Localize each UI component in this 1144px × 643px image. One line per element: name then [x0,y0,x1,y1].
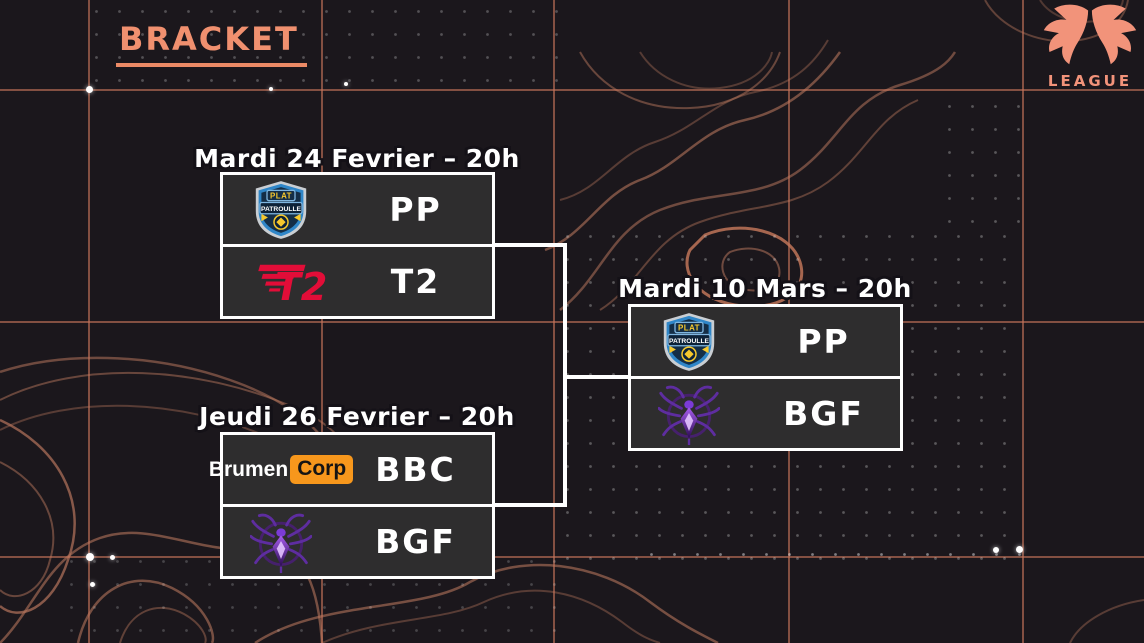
team-row-pp-final[interactable]: PLAT PATROULLE PP [631,307,900,376]
grid-line-vertical [88,0,90,643]
svg-text:PLAT: PLAT [678,323,700,332]
bright-dot [344,82,348,86]
spider-logo-icon [223,510,339,574]
svg-text:PLAT: PLAT [270,191,292,200]
spider-logo-icon [631,382,747,446]
final-box: PLAT PATROULLE PP [628,304,903,451]
plat-patrouille-logo-icon: PLAT PATROULLE [631,312,747,372]
brumencorp-logo: Brumen Corp [209,455,354,484]
team-row-pp[interactable]: PLAT PATROULLE PP [223,175,492,244]
svg-text:PATROULLE: PATROULLE [261,205,302,212]
match1-date-header: Mardi 24 Fevrier – 20h [194,144,520,173]
team-tag: PP [797,322,850,361]
final-date-header: Mardi 10 Mars – 20h [618,274,912,303]
brumen-text: Brumen [208,457,289,481]
grid-line-horizontal [0,321,1144,323]
bright-dot [86,86,93,93]
bracket-connector [494,503,567,507]
team-tag: BBC [375,450,456,489]
svg-text:T2: T2 [275,266,328,307]
team-tag: PP [389,190,442,229]
grid-line-vertical [1022,0,1024,643]
t2-logo-icon: T2 [223,257,339,307]
page-title: BRACKET [116,20,307,67]
corp-badge: Corp [290,455,354,484]
dot-grid [640,543,1030,559]
match1-box: PLAT PATROULLE PP T2 [220,172,495,319]
bright-dot [993,547,999,553]
bright-dot [110,555,115,560]
match2-date-header: Jeudi 26 Fevrier – 20h [199,402,515,431]
team-tag: BGF [783,394,864,433]
team-row-bgf-final[interactable]: BGF [631,376,900,448]
bright-dot [269,87,273,91]
team-row-bgf[interactable]: BGF [223,504,492,576]
bracket-connector [494,243,567,247]
svg-text:PATROULLE: PATROULLE [669,337,710,344]
league-label: LEAGUE [1047,72,1133,90]
dot-grid [938,95,1026,230]
plat-patrouille-logo-icon: PLAT PATROULLE [223,180,339,240]
league-logo: LEAGUE [1040,4,1140,90]
bright-dot [1016,546,1023,553]
team-row-bbc[interactable]: Brumen Corp BBC [209,435,492,504]
bracket-connector [565,375,628,379]
flame-m-icon [1043,4,1137,65]
team-tag: BGF [375,522,456,561]
team-row-t2[interactable]: T2 T2 [223,244,492,316]
bright-dot [90,582,95,587]
team-tag: T2 [390,262,441,301]
grid-line-vertical [553,0,555,643]
match2-box: Brumen Corp BBC [209,432,495,579]
grid-line-horizontal [0,556,1144,558]
grid-line-horizontal [0,89,1144,91]
bright-dot [86,553,94,561]
